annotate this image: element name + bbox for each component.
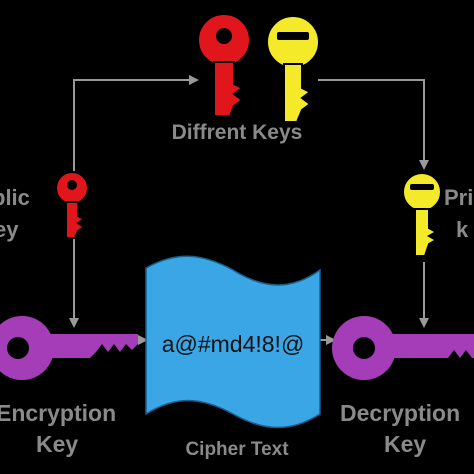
arrow-to-top-keys [73,75,199,178]
cipher-text-caption: Cipher Text [185,439,289,460]
public-key-label-line1: blic [0,185,30,210]
decryption-key-label-line1: Decryption [340,400,461,426]
private-key-icon [402,172,442,257]
encryption-key-icon [0,316,138,380]
cipher-text-content: a@#md4!8!@ [161,331,305,357]
encryption-key-label-line1: Encryption [0,400,117,426]
yellow-key-icon [266,15,320,123]
cipher-text-sheet [145,255,321,429]
private-key-label-line1: Pri [444,185,474,210]
private-key-label-line2: k [456,217,469,242]
decryption-key-icon [332,316,474,380]
arrow-to-private-key [318,79,429,170]
encryption-key-label-line2: Key [36,431,79,457]
decryption-key-label-line2: Key [384,431,427,457]
public-key-label-line2: ey [0,217,19,242]
different-keys-label: Diffrent Keys [171,121,303,144]
public-key-icon [55,171,89,239]
red-key-icon [197,13,251,117]
